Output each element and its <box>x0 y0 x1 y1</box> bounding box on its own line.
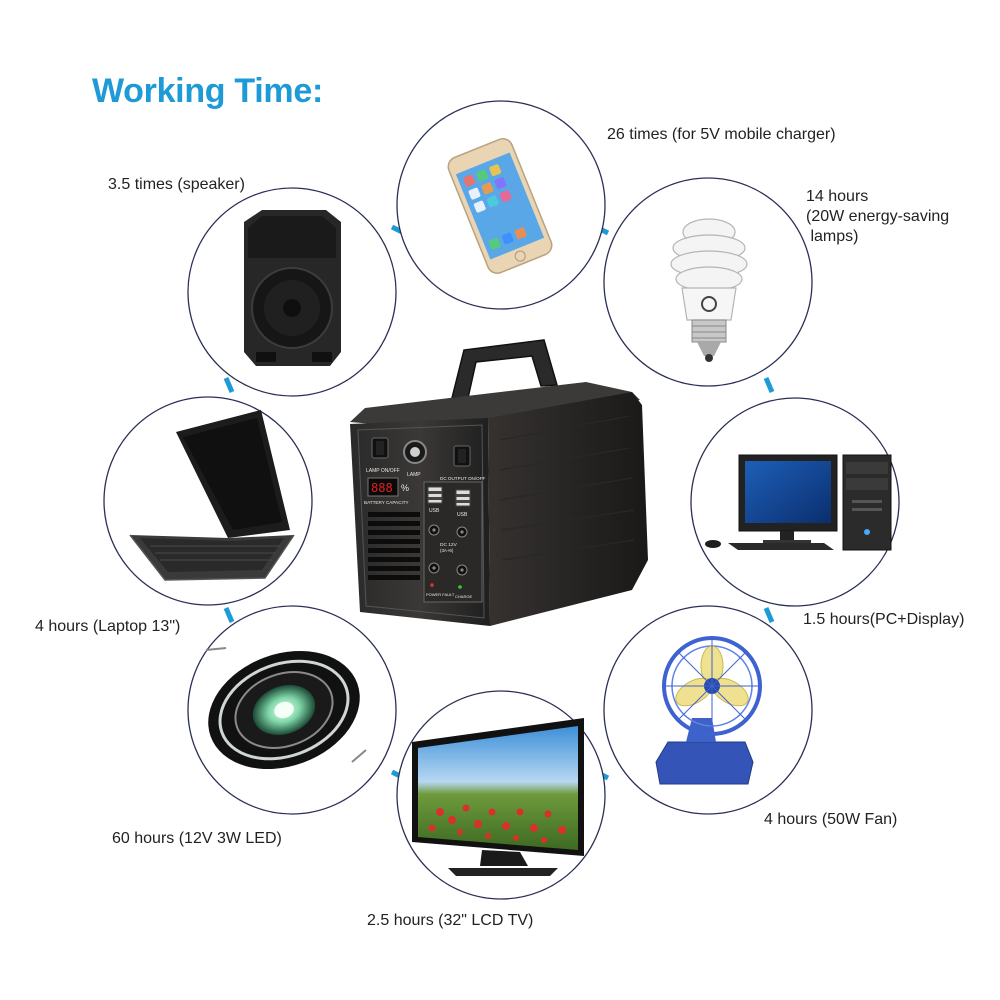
pc-label-line: 1.5 hours(PC+Display) <box>803 611 965 628</box>
power-fault-label: POWER FAULT <box>426 592 455 597</box>
connector-dash <box>763 377 775 393</box>
laptop-label-line: 4 hours (Laptop 13") <box>35 618 181 635</box>
fan-label: 4 hours (50W Fan) <box>764 810 897 830</box>
pc-label: 1.5 hours(PC+Display) <box>803 610 964 630</box>
battery-capacity-label: BATTERY CAPACITY <box>364 500 409 505</box>
dc-current-label: (3A+6) <box>440 548 454 553</box>
laptop-icon <box>129 410 295 581</box>
tv-label-line: 2.5 hours (32" LCD TV) <box>367 912 534 929</box>
cfl-bulb-icon <box>670 218 748 362</box>
lamp-label-line-3: lamps) <box>806 228 859 245</box>
phone-label-line: 26 times (for 5V mobile charger) <box>607 126 836 143</box>
lamp-label-line-1: 14 hours <box>806 188 869 205</box>
speaker-label: 3.5 times (speaker) <box>108 175 245 195</box>
front-vent <box>368 512 420 580</box>
power-station-device: LAMP ON/OFF LAMP DC OUTPUT ON/OFF 888 % … <box>350 339 648 626</box>
desk-fan-icon <box>655 636 762 785</box>
usb-right-label: USB <box>457 512 468 518</box>
led-label-line: 60 hours (12V 3W LED) <box>112 830 282 847</box>
dc-output-label: DC 12V <box>440 542 458 548</box>
connector-dash <box>223 607 235 623</box>
usb-left-label: USB <box>429 508 440 514</box>
capacity-percent: % <box>401 483 409 493</box>
lamp-label: LAMP <box>407 472 421 478</box>
smartphone-icon <box>447 138 553 274</box>
speaker-icon <box>244 210 341 366</box>
page-title: Working Time: <box>92 72 323 110</box>
charge-label: CHARGE <box>455 594 472 599</box>
led-label: 60 hours (12V 3W LED) <box>112 829 282 849</box>
desktop-pc-icon <box>705 454 892 551</box>
lamp-label-line-2: (20W energy-saving <box>806 208 950 225</box>
tv-label: 2.5 hours (32" LCD TV) <box>367 911 533 931</box>
lamp-label: 14 hours (20W energy-saving lamps) <box>806 187 949 247</box>
connector-dash <box>223 377 235 393</box>
capacity-display: 888 <box>371 481 393 495</box>
dc-output-switch-label: DC OUTPUT ON/OFF <box>440 476 486 481</box>
lamp-switch-label: LAMP ON/OFF <box>366 468 400 474</box>
phone-label: 26 times (for 5V mobile charger) <box>607 125 836 145</box>
fan-label-line: 4 hours (50W Fan) <box>764 811 898 828</box>
speaker-label-line: 3.5 times (speaker) <box>108 176 245 193</box>
led-downlight-icon <box>205 647 367 769</box>
laptop-label: 4 hours (Laptop 13") <box>35 617 180 637</box>
lcd-tv-icon <box>412 718 584 876</box>
connector-dash <box>763 607 775 623</box>
